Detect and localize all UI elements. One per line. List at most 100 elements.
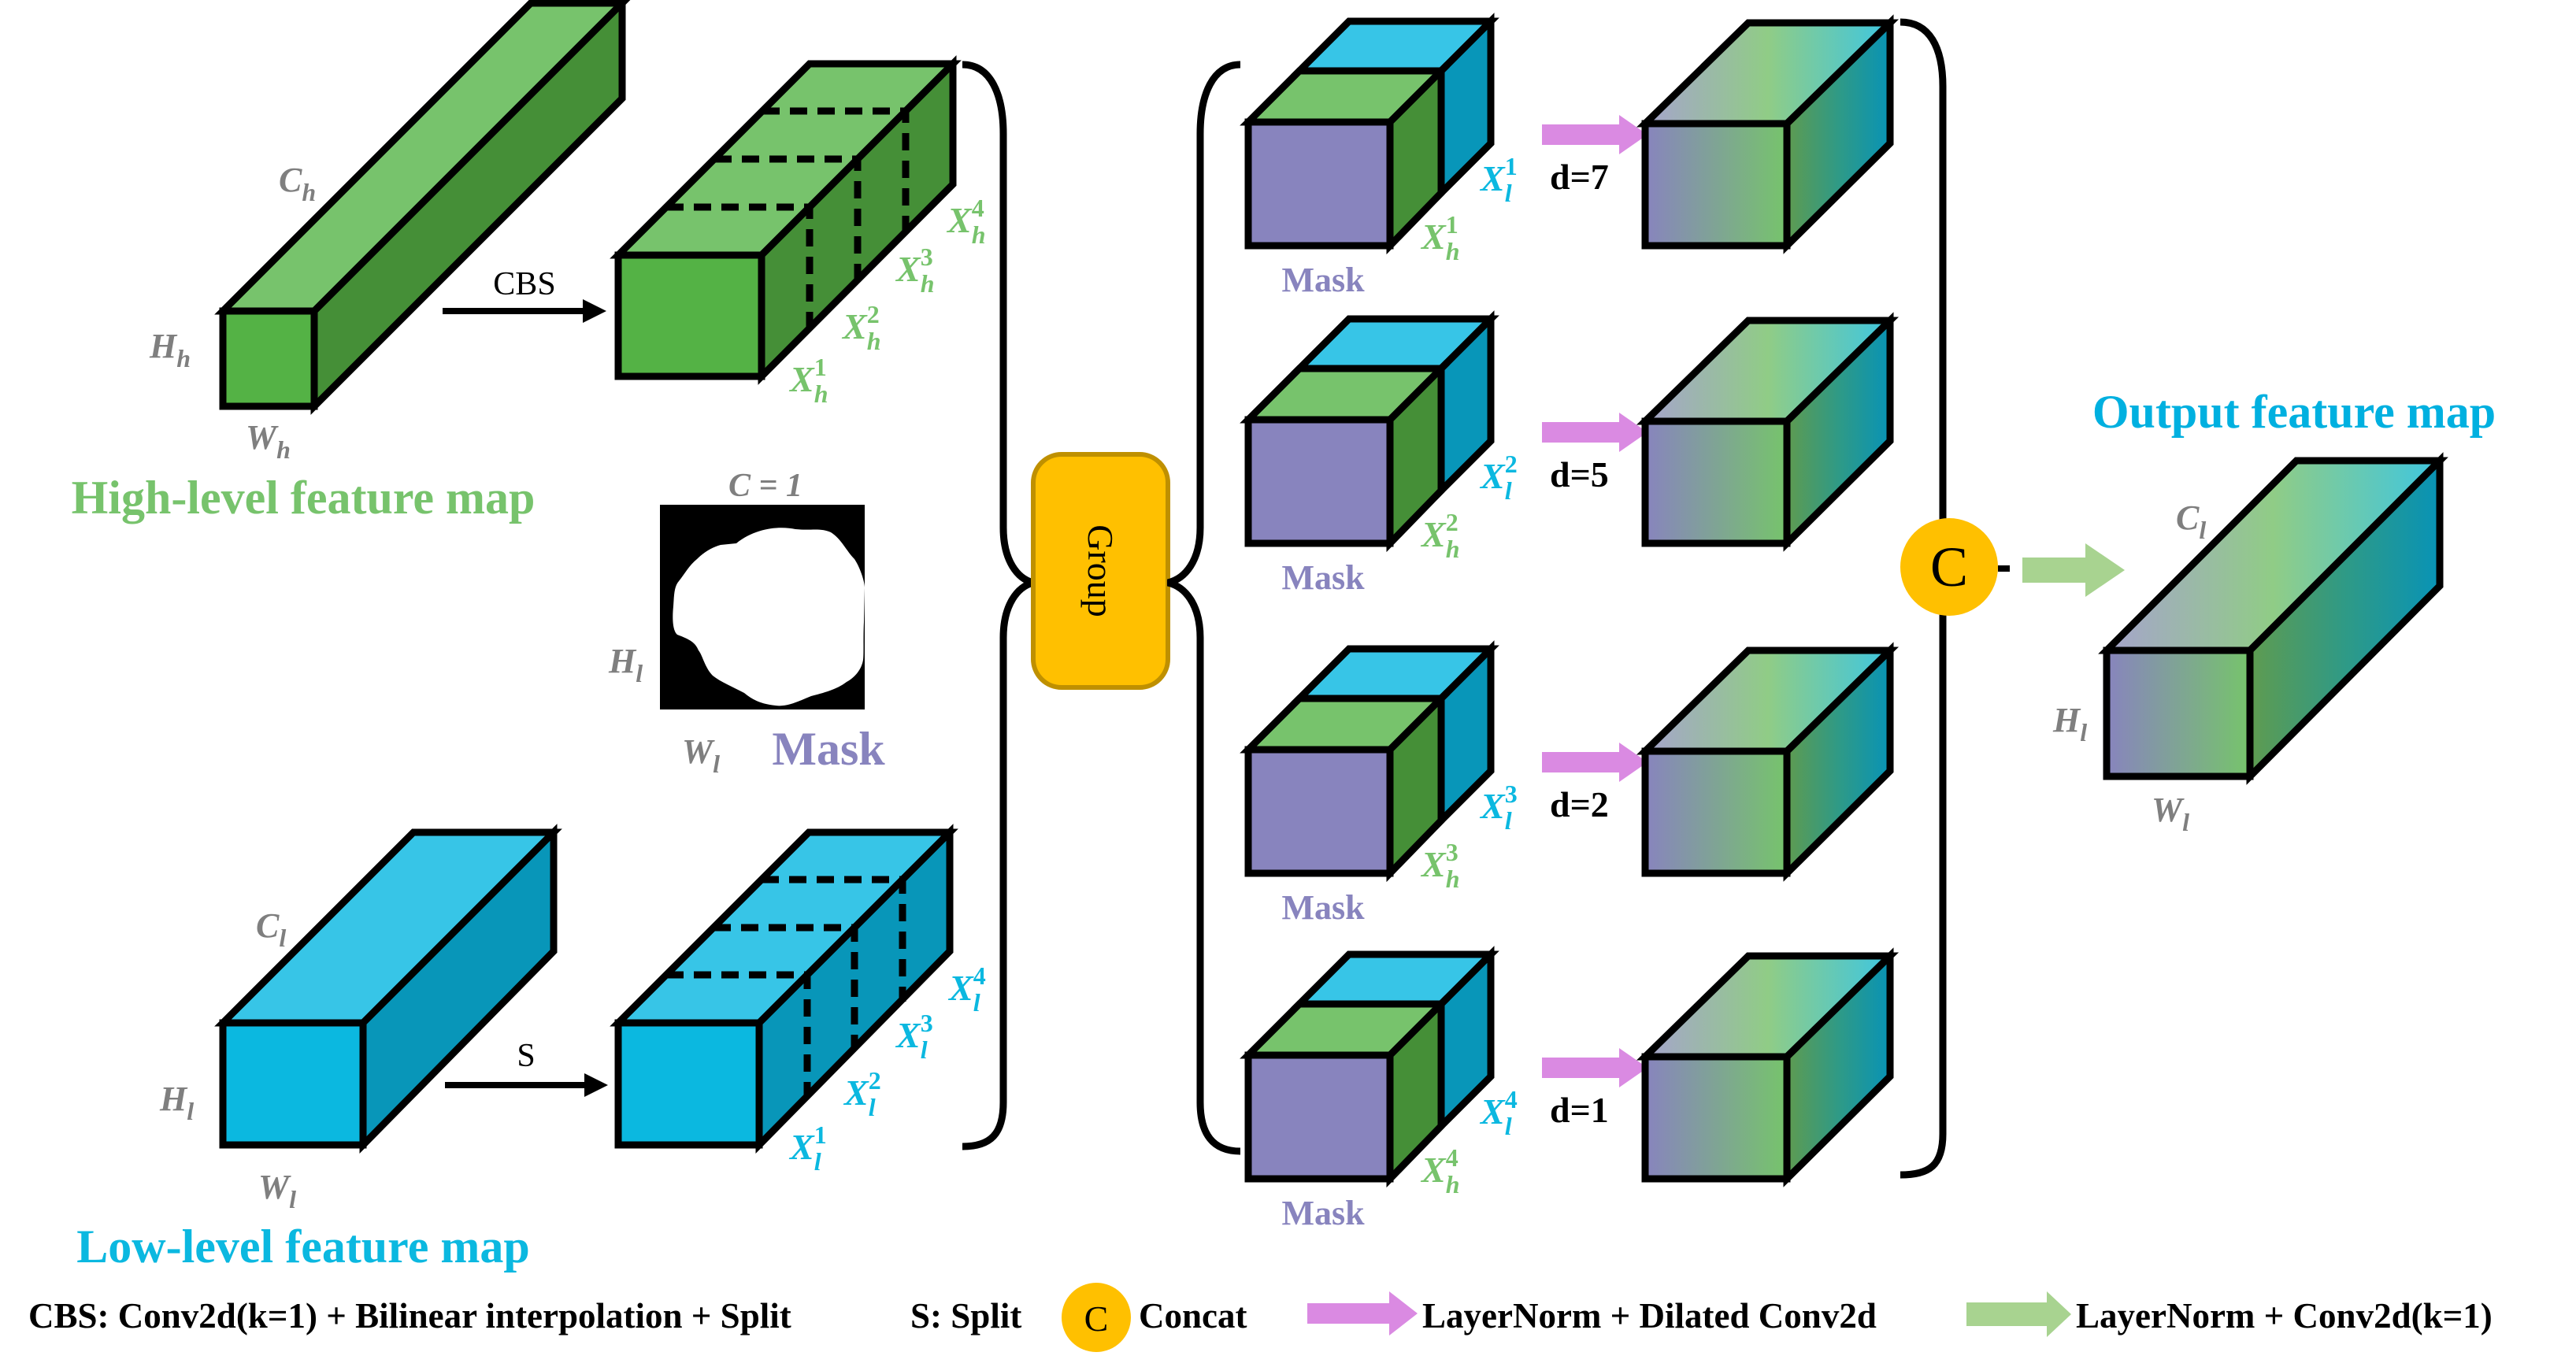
legend-concat: Concat — [1139, 1296, 1247, 1336]
fused-cube — [1636, 312, 1900, 552]
cbs-label: CBS — [493, 266, 555, 302]
output-dim-h: Hl — [2052, 701, 2087, 746]
output-dim-w: Wl — [2152, 791, 2189, 836]
dilation-label: d=2 — [1550, 784, 1609, 824]
legend-concat-icon: C — [1062, 1283, 1131, 1352]
mixed-cube — [1240, 310, 1499, 553]
branch-mask-label: Mask — [1281, 888, 1365, 927]
branch-mask-label: Mask — [1281, 558, 1365, 597]
conv-arrow — [2022, 543, 2125, 597]
dilation-label: d=7 — [1550, 157, 1609, 197]
dim-label-hh: Hh — [149, 327, 191, 372]
split-low-dashed-lines — [666, 876, 906, 1097]
concat-node: C — [1900, 518, 2010, 616]
mask-foreground — [673, 528, 865, 706]
split-arrow — [445, 1073, 608, 1097]
dilated-conv-arrow — [1542, 413, 1648, 452]
output-title: Output feature map — [2092, 386, 2496, 438]
mask-part-front — [1244, 416, 1394, 547]
mask-title: Mask — [772, 723, 885, 775]
low-level-front-face — [219, 1019, 367, 1149]
split-op-label: S — [517, 1038, 535, 1074]
output-feature-block — [2098, 452, 2448, 785]
legend: CBS: Conv2d(k=1) + Bilinear interpolatio… — [28, 1283, 2493, 1352]
mixed-cube — [1240, 946, 1499, 1188]
mixed-cube — [1240, 13, 1499, 255]
mask-part-front — [1244, 746, 1394, 877]
group-box: Group — [1031, 452, 1170, 690]
legend-split: S: Split — [910, 1296, 1021, 1336]
dilation-label: d=1 — [1550, 1090, 1609, 1130]
fused-cube — [1636, 947, 1900, 1187]
concat-brace — [1900, 18, 1947, 1179]
split-front-face — [614, 251, 765, 380]
group-label: Group — [1080, 524, 1121, 617]
high-level-feature-block — [214, 0, 631, 415]
low-level-feature-block — [214, 824, 562, 1154]
dim-label-wl: Wl — [258, 1168, 296, 1213]
legend-cbs: CBS: Conv2d(k=1) + Bilinear interpolatio… — [28, 1296, 791, 1336]
mask-dim-h: Hl — [608, 642, 643, 687]
legend-conv: LayerNorm + Conv2d(k=1) — [2076, 1296, 2493, 1336]
mask-part-front — [1244, 118, 1394, 250]
group-output-brace — [1166, 61, 1241, 1155]
legend-dilated-arrow-icon — [1307, 1291, 1418, 1336]
split-dashed-lines — [666, 107, 910, 328]
high-level-front-face — [219, 307, 318, 410]
dim-label-hl: Hl — [159, 1080, 194, 1125]
split-low-front-face — [614, 1019, 763, 1149]
low-level-title: Low-level feature map — [76, 1221, 529, 1273]
legend-concat-symbol: C — [1084, 1298, 1109, 1339]
mixed-cube — [1240, 640, 1499, 883]
legend-dilated: LayerNorm + Dilated Conv2d — [1422, 1296, 1877, 1336]
legend-conv-arrow-icon — [1966, 1291, 2071, 1337]
dilated-conv-arrow — [1542, 743, 1648, 782]
fused-front-face — [1641, 120, 1791, 250]
mask-part-front — [1244, 1051, 1394, 1183]
fused-cube — [1636, 14, 1900, 254]
cbs-arrow — [443, 299, 606, 323]
dim-label-wh: Wh — [246, 418, 291, 464]
mask-dim-w: Wl — [682, 732, 720, 778]
high-level-split-block — [610, 55, 962, 385]
low-level-split-block — [610, 824, 958, 1154]
fused-front-face — [1641, 417, 1791, 547]
output-dim-c: Cl — [2176, 498, 2206, 544]
dim-label-ch: Ch — [279, 161, 316, 206]
dilated-conv-arrow — [1542, 115, 1648, 154]
mask-image — [660, 505, 865, 709]
dim-label-cl: Cl — [256, 906, 286, 952]
fused-front-face — [1641, 1053, 1791, 1183]
high-level-title: High-level feature map — [72, 472, 536, 524]
dilated-conv-arrow — [1542, 1048, 1648, 1087]
branch-mask-label: Mask — [1281, 261, 1365, 299]
output-front-face — [2103, 646, 2254, 780]
mask-channel-label: C = 1 — [728, 468, 802, 504]
fused-cube — [1636, 642, 1900, 882]
concat-symbol: C — [1930, 535, 1968, 598]
dilation-label: d=5 — [1550, 454, 1609, 495]
